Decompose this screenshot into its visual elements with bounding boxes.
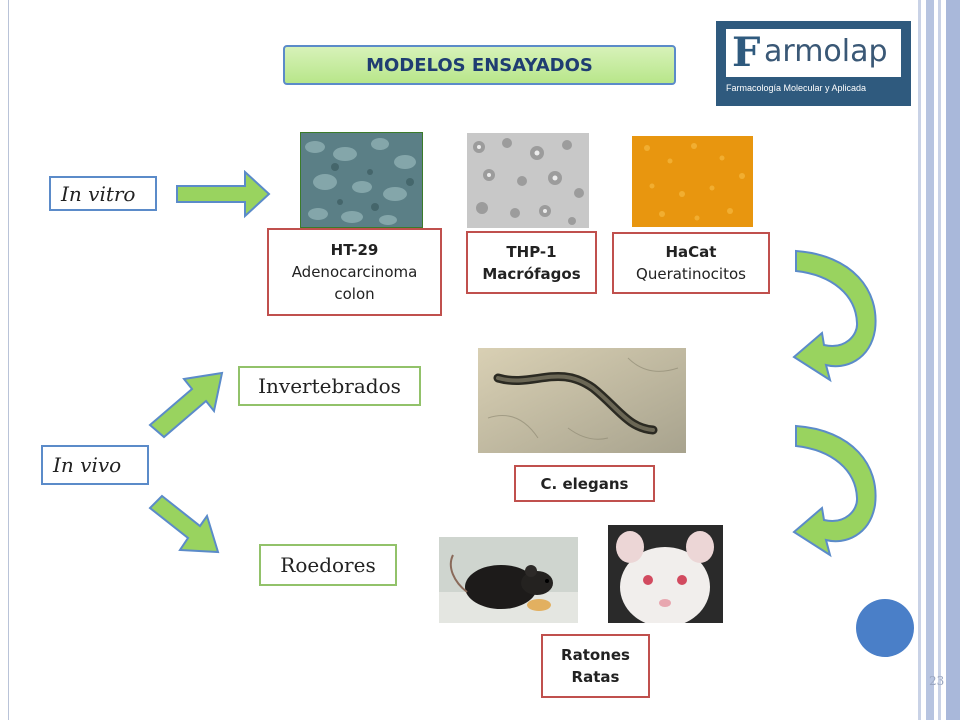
ht29-cell-image <box>300 132 423 228</box>
hacat-type: Queratinocitos <box>636 265 746 283</box>
page-number: 23 <box>929 674 945 688</box>
right-frame-stripe <box>918 0 921 720</box>
logo-wordmark-panel: F armolap <box>726 29 901 77</box>
c-elegans-name: C. elegans <box>540 474 629 493</box>
hacat-name: HaCat <box>665 243 717 261</box>
decorative-circle <box>856 599 914 657</box>
thp1-cell-image <box>467 133 589 228</box>
thp1-label: THP-1 Macrófagos <box>466 231 597 294</box>
rodents-label: Ratones Ratas <box>541 634 650 698</box>
farmolap-logo: F armolap Farmacología Molecular y Aplic… <box>716 21 911 106</box>
rodents-mice: Ratones <box>561 646 630 664</box>
in-vitro-arrow <box>176 170 271 219</box>
in-vivo-label: In vivo <box>41 445 149 485</box>
thp1-type: Macrófagos <box>482 264 581 283</box>
slide-title: MODELOS ENSAYADOS <box>366 54 593 76</box>
c-elegans-label: C. elegans <box>514 465 655 502</box>
mouse-image <box>439 537 578 623</box>
left-frame-line <box>8 0 9 720</box>
right-frame-stripe <box>926 0 934 720</box>
c-elegans-image <box>478 348 686 453</box>
right-frame-stripe <box>946 0 960 720</box>
roedores-label: Roedores <box>259 544 397 586</box>
slide-title-box: MODELOS ENSAYADOS <box>283 45 676 85</box>
rodents-rats: Ratas <box>571 668 620 686</box>
ht29-type: Adenocarcinoma <box>291 263 418 281</box>
logo-subtitle: Farmacología Molecular y Aplicada <box>726 83 867 93</box>
ht29-label: HT-29 Adenocarcinoma colon <box>267 228 442 316</box>
ht29-organ: colon <box>334 285 375 303</box>
invertebrados-label: Invertebrados <box>238 366 421 406</box>
logo-wordmark: armolap <box>764 34 888 69</box>
rat-image <box>608 525 723 623</box>
ht29-name: HT-29 <box>330 241 379 259</box>
right-frame-stripe <box>938 0 941 720</box>
in-vitro-label: In vitro <box>49 176 157 211</box>
in-vivo-down-arrow <box>148 494 220 554</box>
curved-arrow-upper <box>792 249 877 383</box>
curved-arrow-lower <box>792 424 877 558</box>
in-vivo-up-arrow <box>148 371 224 439</box>
logo-letter: F <box>732 29 761 76</box>
thp1-name: THP-1 <box>506 242 557 261</box>
hacat-cell-image <box>632 136 753 227</box>
hacat-label: HaCat Queratinocitos <box>612 232 770 294</box>
